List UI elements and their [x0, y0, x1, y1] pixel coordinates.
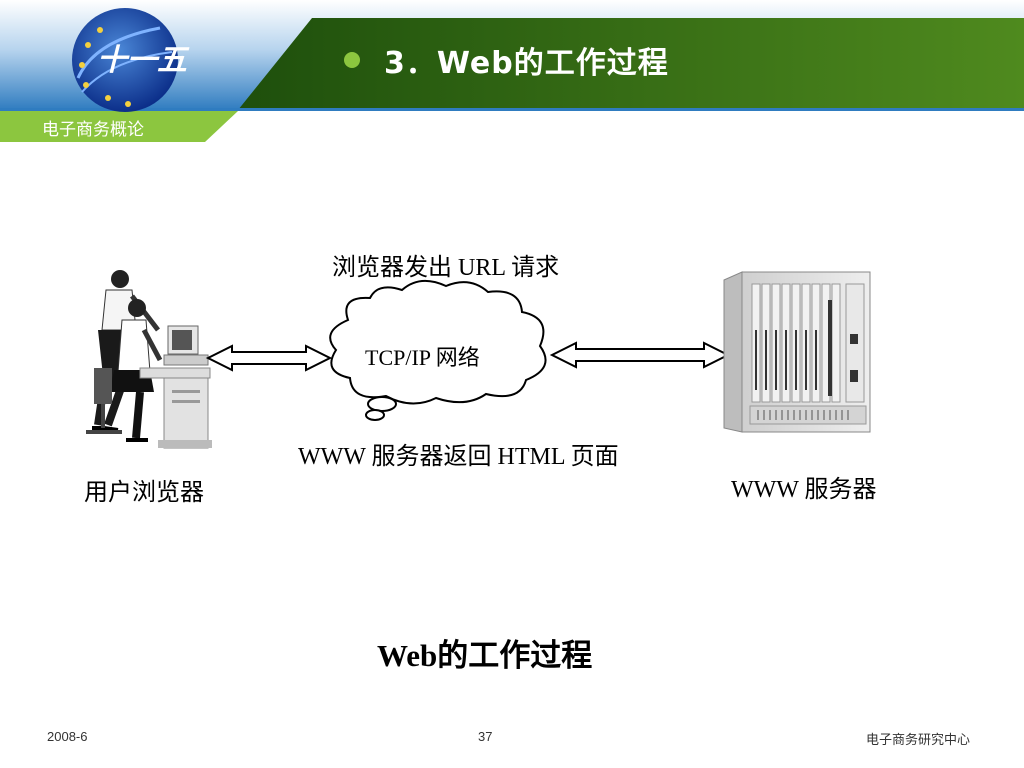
- title-bullet-icon: [344, 52, 360, 68]
- server-rack-illustration: [723, 271, 871, 433]
- title-text: 3．Web的工作过程: [384, 46, 669, 81]
- course-label-strip: [0, 111, 238, 142]
- network-label: TCP/IP 网络: [365, 345, 480, 370]
- request-label: 浏览器发出 URL 请求: [332, 255, 560, 281]
- course-label: 电子商务概论: [42, 120, 144, 140]
- server-label: WWW 服务器: [731, 477, 877, 503]
- user-computer-illustration: [86, 270, 212, 449]
- page-number: 37: [478, 729, 493, 744]
- footer-date: 2008-6: [47, 729, 88, 744]
- left-double-arrow: [205, 344, 333, 372]
- logo: 十一五: [72, 8, 190, 112]
- diagram-caption: Web的工作过程: [377, 638, 593, 673]
- star-icon: [79, 27, 131, 107]
- network-cloud: [329, 279, 547, 421]
- response-label: WWW 服务器返回 HTML 页面: [298, 444, 619, 470]
- right-double-arrow: [549, 341, 731, 369]
- slide-title: 3．Web的工作过程: [344, 38, 669, 82]
- header-divider: [0, 108, 1024, 111]
- footer-organization: 电子商务研究中心: [866, 732, 971, 747]
- logo-text: 十一五: [97, 43, 190, 78]
- green-band: [238, 18, 1024, 110]
- header-banner: 十一五: [0, 0, 1024, 142]
- client-label: 用户浏览器: [84, 480, 204, 506]
